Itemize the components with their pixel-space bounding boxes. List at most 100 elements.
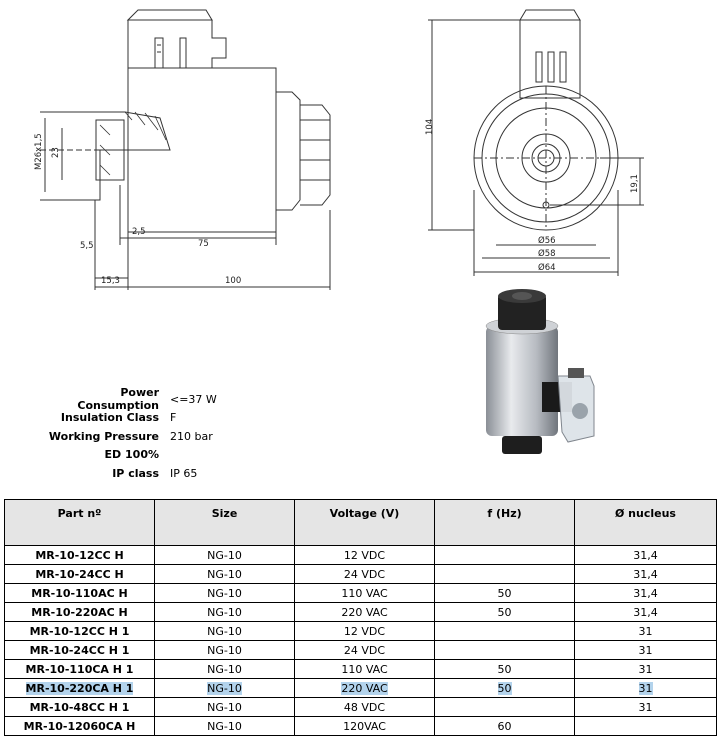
cell-size[interactable]: NG-10 — [154, 545, 295, 565]
cell-nucleus[interactable]: 31,4 — [574, 583, 717, 603]
cell-voltage[interactable]: 12 VDC — [294, 621, 435, 641]
spec-ed: ED 100% — [40, 446, 217, 465]
col-header-part: Part nº — [4, 499, 155, 546]
cell-part[interactable]: MR-10-12CC H — [4, 545, 155, 565]
spec-value: <=37 W — [170, 392, 217, 406]
cell-size[interactable]: NG-10 — [154, 716, 295, 736]
dim-56: Ø56 — [538, 235, 556, 246]
cell-size[interactable]: NG-10 — [154, 564, 295, 584]
cell-frequency[interactable] — [434, 564, 575, 584]
cell-frequency[interactable]: 50 — [434, 659, 575, 679]
cell-size[interactable]: NG-10 — [154, 621, 295, 641]
cell-size[interactable]: NG-10 — [154, 678, 295, 698]
cell-size[interactable]: NG-10 — [154, 659, 295, 679]
cell-size[interactable]: NG-10 — [154, 697, 295, 717]
col-header-size: Size — [154, 499, 295, 546]
cell-part[interactable]: MR-10-110CA H 1 — [4, 659, 155, 679]
cell-part[interactable]: MR-10-110AC H — [4, 583, 155, 603]
cell-nucleus[interactable]: 31 — [574, 640, 717, 660]
cell-voltage[interactable]: 120VAC — [294, 716, 435, 736]
dim-75: 75 — [198, 239, 209, 249]
cell-voltage[interactable]: 220 VAC — [294, 678, 435, 698]
cell-nucleus[interactable]: 31 — [574, 697, 717, 717]
table-row[interactable]: MR-10-12060CA H NG-10 120VAC 60 — [4, 716, 717, 736]
spec-label: Power Consumption — [77, 386, 159, 413]
cell-voltage[interactable]: 24 VDC — [294, 564, 435, 584]
dim-19-1: 19,1 — [630, 174, 640, 193]
cell-frequency[interactable]: 60 — [434, 716, 575, 736]
cell-part[interactable]: MR-10-48CC H 1 — [4, 697, 155, 717]
cell-size[interactable]: NG-10 — [154, 583, 295, 603]
table-row[interactable]: MR-10-110AC H NG-10 110 VAC 50 31,4 — [4, 583, 717, 603]
dim-5-5: 5,5 — [80, 241, 94, 251]
cell-nucleus[interactable] — [574, 716, 717, 736]
solenoid-coil-photo — [485, 289, 595, 454]
spec-label: Working Pressure — [48, 429, 159, 443]
cell-part[interactable]: MR-10-220CA H 1 — [4, 678, 155, 698]
col-header-nucleus: Ø nucleus — [574, 499, 717, 546]
dim-m26: M26x1,5 — [34, 133, 44, 170]
table-row-selected[interactable]: MR-10-220CA H 1 NG-10 220 VAC 50 31 — [4, 678, 717, 698]
table-row[interactable]: MR-10-48CC H 1 NG-10 48 VDC 31 — [4, 697, 717, 717]
dim-64: Ø64 — [538, 262, 556, 273]
cell-nucleus[interactable]: 31,4 — [574, 602, 717, 622]
table-row[interactable]: MR-10-24CC H 1 NG-10 24 VDC 31 — [4, 640, 717, 660]
table-row[interactable]: MR-10-110CA H 1 NG-10 110 VAC 50 31 — [4, 659, 717, 679]
cell-nucleus[interactable]: 31 — [574, 678, 717, 698]
specifications: Power Consumption <=37 W Insulation Clas… — [40, 386, 217, 483]
cell-part[interactable]: MR-10-220AC H — [4, 602, 155, 622]
cell-frequency[interactable]: 50 — [434, 602, 575, 622]
cell-part[interactable]: MR-10-24CC H 1 — [4, 640, 155, 660]
selected-text: MR-10-220CA H 1 — [25, 681, 134, 695]
selected-text: 220 VAC — [341, 681, 388, 695]
cell-part[interactable]: MR-10-12060CA H — [4, 716, 155, 736]
table-row[interactable]: MR-10-12CC H NG-10 12 VDC 31,4 — [4, 545, 717, 565]
dim-58: Ø58 — [538, 248, 556, 259]
cell-voltage[interactable]: 110 VAC — [294, 659, 435, 679]
spec-value: 210 bar — [170, 429, 213, 443]
spec-pressure: Working Pressure 210 bar — [40, 427, 217, 446]
dim-104: 104 — [425, 119, 435, 135]
cell-voltage[interactable]: 24 VDC — [294, 640, 435, 660]
cell-voltage[interactable]: 110 VAC — [294, 583, 435, 603]
cell-nucleus[interactable]: 31 — [574, 659, 717, 679]
spec-insulation: Insulation Class F — [40, 409, 217, 428]
cell-frequency[interactable] — [434, 697, 575, 717]
dim-100: 100 — [225, 276, 241, 286]
cell-part[interactable]: MR-10-12CC H 1 — [4, 621, 155, 641]
table-header-row: Part nº Size Voltage (V) f (Hz) Ø nucleu… — [4, 499, 717, 546]
cell-frequency[interactable] — [434, 621, 575, 641]
cell-size[interactable]: NG-10 — [154, 602, 295, 622]
cell-nucleus[interactable]: 31 — [574, 621, 717, 641]
cell-frequency[interactable]: 50 — [434, 583, 575, 603]
cell-voltage[interactable]: 220 VAC — [294, 602, 435, 622]
cell-frequency[interactable]: 50 — [434, 678, 575, 698]
selected-text: 50 — [497, 681, 512, 695]
cell-frequency[interactable] — [434, 640, 575, 660]
spec-ip: IP class IP 65 — [40, 464, 217, 483]
col-header-voltage: Voltage (V) — [294, 499, 435, 546]
spec-power: Power Consumption <=37 W — [40, 386, 217, 412]
table-row[interactable]: MR-10-220AC H NG-10 220 VAC 50 31,4 — [4, 602, 717, 622]
spec-label: Insulation Class — [60, 411, 159, 425]
cell-frequency[interactable] — [434, 545, 575, 565]
table-row[interactable]: MR-10-24CC H NG-10 24 VDC 31,4 — [4, 564, 717, 584]
selected-text: NG-10 — [207, 681, 242, 695]
dim-15-3: 15,3 — [101, 276, 120, 286]
parts-table: Part nº Size Voltage (V) f (Hz) Ø nucleu… — [4, 499, 717, 736]
cell-size[interactable]: NG-10 — [154, 640, 295, 660]
spec-label: ED 100% — [104, 448, 159, 462]
dim-23: 23 — [51, 147, 61, 158]
cell-voltage[interactable]: 48 VDC — [294, 697, 435, 717]
cell-nucleus[interactable]: 31,4 — [574, 545, 717, 565]
spec-value: F — [170, 411, 177, 425]
spec-label: IP class — [112, 466, 159, 480]
table-row[interactable]: MR-10-12CC H 1 NG-10 12 VDC 31 — [4, 621, 717, 641]
selected-text: 31 — [638, 681, 653, 695]
col-header-frequency: f (Hz) — [434, 499, 575, 546]
cell-part[interactable]: MR-10-24CC H — [4, 564, 155, 584]
spec-value: IP 65 — [170, 466, 198, 480]
cell-nucleus[interactable]: 31,4 — [574, 564, 717, 584]
cell-voltage[interactable]: 12 VDC — [294, 545, 435, 565]
dim-2-5: 2,5 — [132, 227, 146, 237]
